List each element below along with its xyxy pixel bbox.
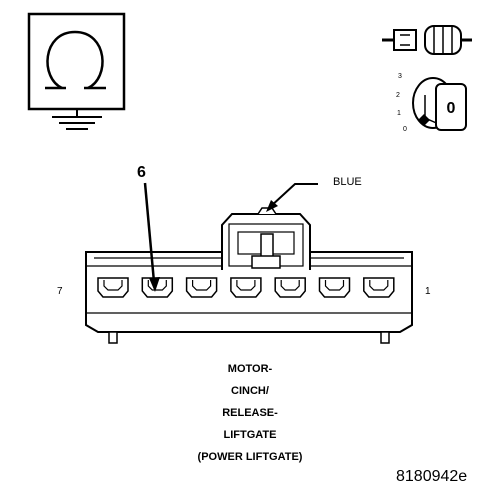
caption-line: CINCH/ <box>231 385 269 397</box>
figure-id: 8180942e <box>396 468 468 485</box>
ignition-key-icon: 0 3 2 1 0 <box>396 73 467 133</box>
cavity-6 <box>141 277 174 298</box>
connector-caption: MOTOR- CINCH/ RELEASE- LIFTGATE (POWER L… <box>150 358 350 468</box>
key-position-1: 1 <box>397 110 401 117</box>
cavity-1 <box>363 277 395 298</box>
key-text: 0 <box>447 100 456 117</box>
cavity-5 <box>185 277 218 298</box>
connector-body <box>85 207 413 344</box>
key-position-0: 0 <box>403 126 407 133</box>
ground-icon <box>52 109 102 130</box>
caption-line: RELEASE- <box>222 407 278 419</box>
blue-pointer-arrow <box>266 183 318 212</box>
connector-color-label: BLUE <box>333 176 362 188</box>
pin-left-label: 7 <box>57 286 63 297</box>
cavity-4 <box>230 277 262 298</box>
cavity-3 <box>274 277 306 298</box>
cavity-row <box>97 277 395 298</box>
ohmmeter-icon <box>27 12 126 111</box>
cavity-7 <box>97 277 129 298</box>
pin-right-label: 1 <box>425 286 431 297</box>
caption-line: LIFTGATE <box>223 429 277 441</box>
cavity-pointer-label: 6 <box>137 164 146 181</box>
key-position-3: 3 <box>398 73 402 80</box>
cavity-pointer-arrow <box>143 182 160 292</box>
connector-disconnect-icon <box>382 25 472 55</box>
cavity-2 <box>318 277 351 298</box>
caption-line: MOTOR- <box>227 363 273 375</box>
caption-line: (POWER LIFTGATE) <box>197 451 303 463</box>
key-position-2: 2 <box>396 92 400 99</box>
connector-latch <box>221 207 311 270</box>
